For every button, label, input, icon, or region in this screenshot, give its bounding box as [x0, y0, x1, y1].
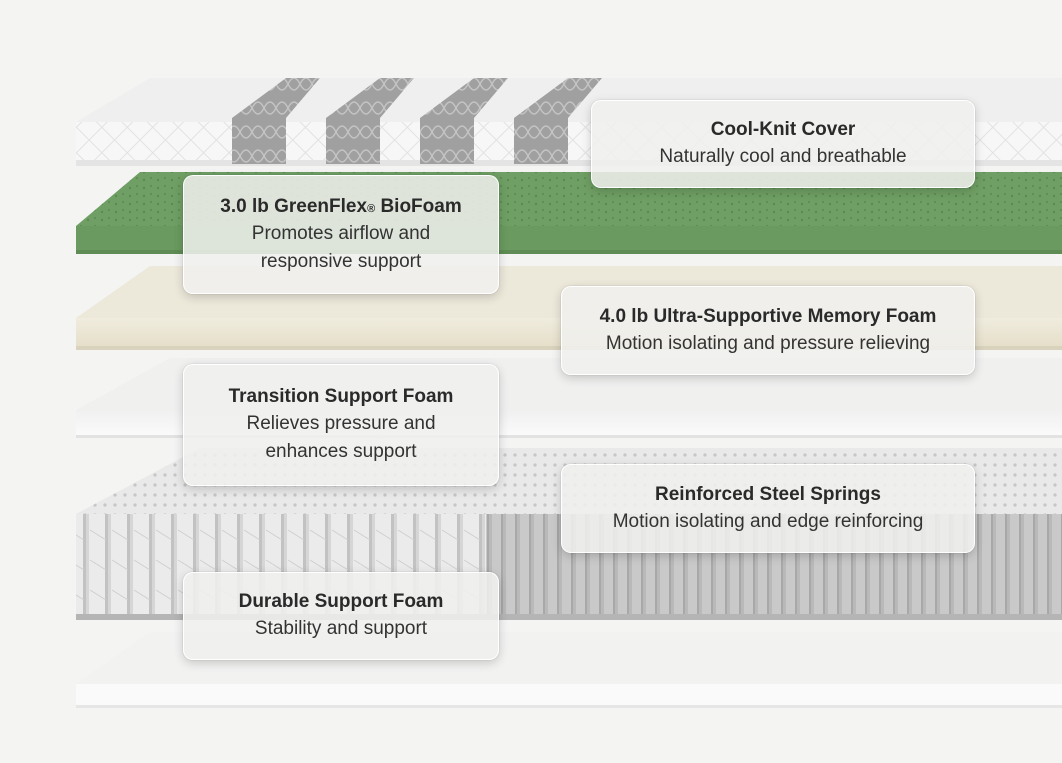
layer-description: Stability and support: [254, 618, 428, 639]
callout-transition-support-foam: Transition Support Foam Relieves pressur…: [183, 364, 499, 486]
layer-description: Motion isolating and pressure relieving: [605, 332, 931, 354]
layer-description-line-2: enhances support: [265, 441, 417, 462]
layer-title-text: 3.0 lb GreenFlex: [220, 195, 368, 217]
layer-title: 3.0 lb GreenFlex® BioFoam: [220, 194, 461, 220]
callout-durable-support-foam: Durable Support Foam Stability and suppo…: [183, 572, 499, 660]
callout-cool-knit-cover: Cool-Knit Cover Naturally cool and breat…: [591, 100, 975, 188]
callout-memory-foam: 4.0 lb Ultra-Supportive Memory Foam Moti…: [561, 286, 975, 375]
layer-title: 4.0 lb Ultra-Supportive Memory Foam: [599, 305, 937, 327]
layer-title: Cool-Knit Cover: [710, 119, 856, 140]
layer-description-line-1: Promotes airflow and: [251, 222, 431, 244]
layer-title: Durable Support Foam: [238, 591, 444, 612]
layer-description: Naturally cool and breathable: [659, 146, 907, 167]
cover-band-stripes: [232, 78, 602, 164]
layer-title-suffix: BioFoam: [375, 195, 462, 217]
callout-greenflex-biofoam: 3.0 lb GreenFlex® BioFoam Promotes airfl…: [183, 175, 499, 294]
layer-description-line-2: responsive support: [260, 250, 422, 272]
layer-description-line-1: Relieves pressure and: [246, 413, 436, 434]
layer-title: Reinforced Steel Springs: [655, 483, 881, 505]
layer-description: Motion isolating and edge reinforcing: [612, 510, 924, 532]
callout-reinforced-steel-springs: Reinforced Steel Springs Motion isolatin…: [561, 464, 975, 553]
layer-title: Transition Support Foam: [228, 386, 454, 407]
registered-mark: ®: [367, 202, 376, 215]
